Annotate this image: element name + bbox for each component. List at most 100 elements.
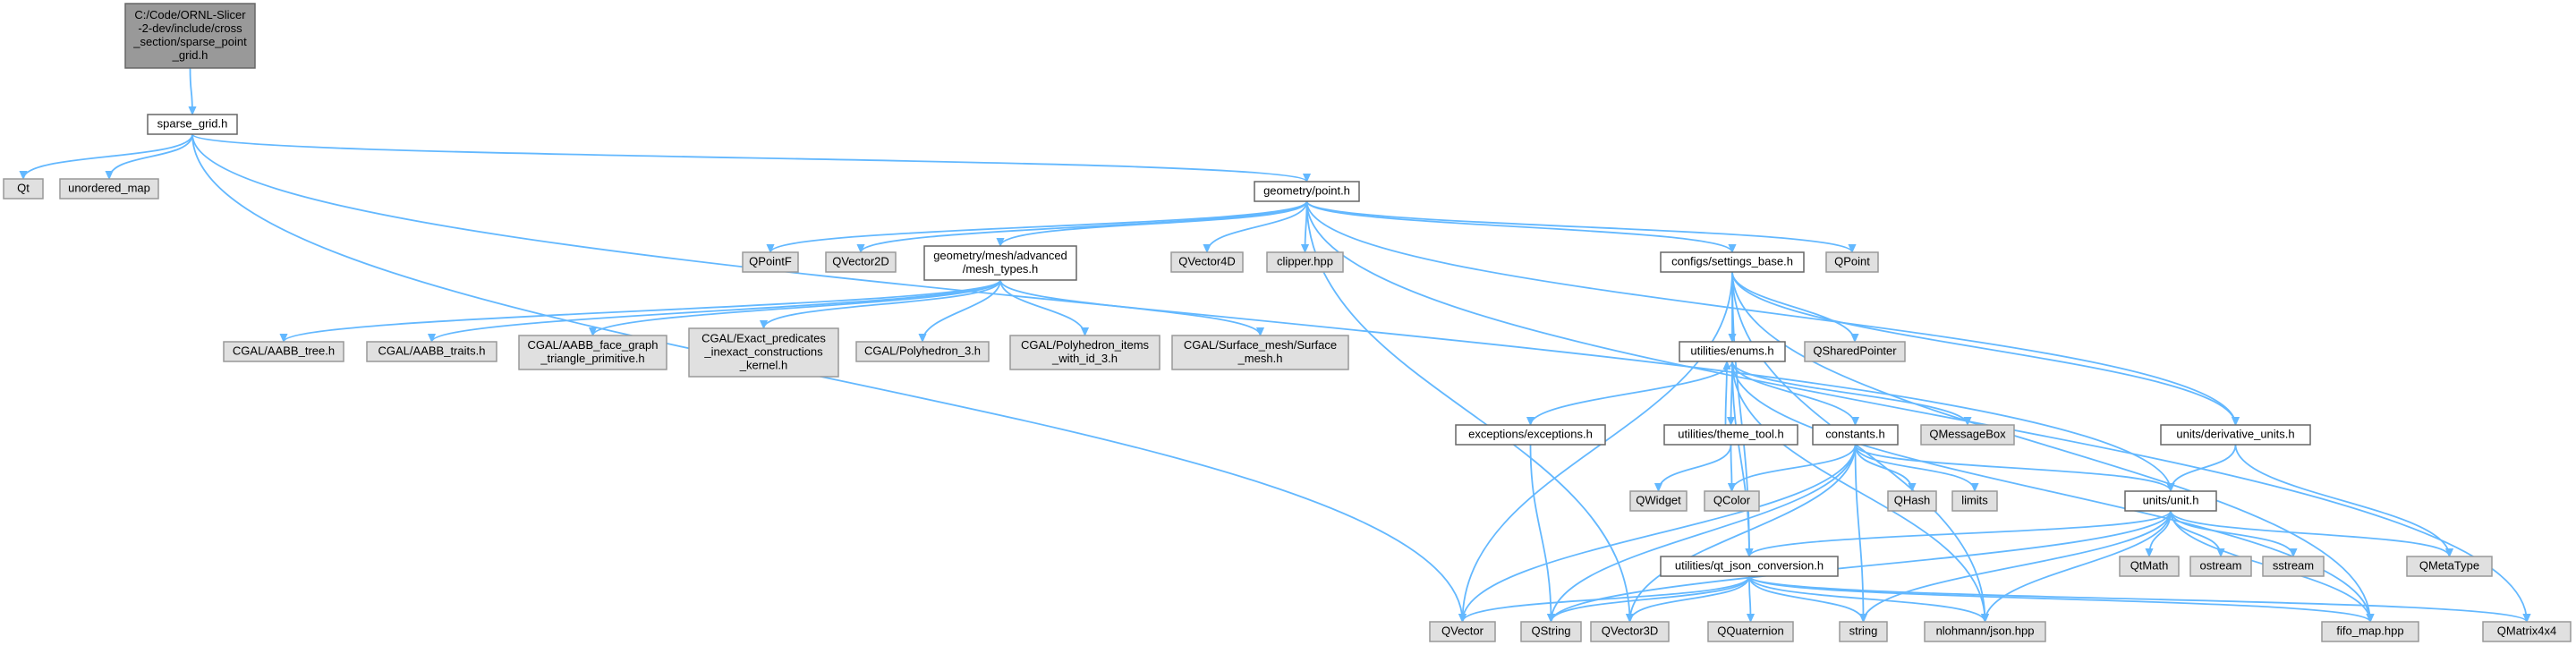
node-box	[1663, 424, 1798, 446]
node-derivative_units[interactable]: units/derivative_units.h	[2160, 424, 2311, 446]
node-box	[2124, 490, 2217, 512]
node-settings_base[interactable]: configs/settings_base.h	[1660, 251, 1805, 273]
node-qpoint: QPoint	[1825, 251, 1879, 273]
node-box	[366, 341, 497, 362]
edge-qt_json-to-string	[1748, 575, 1864, 622]
node-string: string	[1839, 621, 1888, 642]
node-qt_json[interactable]: utilities/qt_json_conversion.h	[1660, 556, 1839, 577]
node-fifo_map: fifo_map.hpp	[2321, 621, 2419, 642]
node-unit[interactable]: units/unit.h	[2124, 490, 2217, 512]
edge-enums-to-qt_json	[1731, 361, 1749, 556]
node-label: _with_id_3.h	[1051, 352, 1118, 365]
node-label: QVector3D	[1602, 624, 1659, 638]
edge-enums-to-exceptions	[1531, 361, 1733, 425]
node-box	[3, 178, 44, 200]
edge-constants-to-string	[1854, 444, 1864, 622]
node-box	[1455, 424, 1606, 446]
edge-point-to-settings_base	[1305, 200, 1733, 252]
node-box	[1254, 181, 1360, 202]
node-label: QQuaternion	[1717, 624, 1783, 638]
node-label: limits	[1961, 494, 1988, 507]
node-label: unordered_map	[68, 182, 150, 195]
node-box	[1951, 490, 1998, 512]
edge-qt_json-to-fifo_map	[1748, 575, 2370, 622]
node-point[interactable]: geometry/point.h	[1254, 181, 1360, 202]
edge-constants-to-qstring	[1552, 444, 1857, 622]
node-box	[2321, 621, 2419, 642]
node-label: C:/Code/ORNL-Slicer	[134, 8, 246, 21]
node-theme_tool[interactable]: utilities/theme_tool.h	[1663, 424, 1798, 446]
node-ostream: ostream	[2189, 556, 2252, 577]
node-constants[interactable]: constants.h	[1812, 424, 1899, 446]
node-qquaternion: QQuaternion	[1707, 621, 1794, 642]
node-label: constants.h	[1825, 428, 1885, 441]
edge-mesh_types-to-polyhedron3	[922, 279, 1001, 342]
node-root[interactable]: C:/Code/ORNL-Slicer-2-dev/include/cross_…	[124, 3, 256, 69]
node-qvector3d: QVector3D	[1590, 621, 1670, 642]
node-limits: limits	[1951, 490, 1998, 512]
node-box	[1429, 621, 1496, 642]
node-label: sstream	[2273, 559, 2314, 573]
node-enums[interactable]: utilities/enums.h	[1679, 341, 1786, 362]
node-exact_pred: CGAL/Exact_predicates_inexact_constructi…	[688, 327, 839, 378]
edge-theme_tool-to-qwidget	[1659, 444, 1732, 491]
edge-constants-to-qvector	[1463, 444, 1857, 622]
node-box	[59, 178, 159, 200]
node-box	[1924, 621, 2046, 642]
edge-mesh_types-to-polyhedron_items	[999, 279, 1085, 335]
edge-enums-to-json	[1731, 361, 1985, 622]
edge-point-to-qvector4d	[1207, 200, 1308, 252]
node-exceptions[interactable]: exceptions/exceptions.h	[1455, 424, 1606, 446]
edge-qt_json-to-qvector	[1463, 575, 1750, 622]
edge-constants-to-unit	[1854, 444, 2172, 491]
node-label: clipper.hpp	[1277, 255, 1333, 268]
edge-sparse_grid-to-unordered_map	[109, 133, 193, 179]
edge-unit-to-sstream	[2170, 510, 2293, 556]
node-box	[2482, 621, 2572, 642]
node-qtmath: QtMath	[2119, 556, 2180, 577]
node-box	[1707, 621, 1794, 642]
node-label: QVector2D	[832, 255, 889, 268]
edge-enums-to-qmessagebox	[1731, 361, 1968, 425]
edge-sparse_grid-to-point	[191, 133, 1307, 182]
edge-enums-to-constants	[1731, 361, 1856, 425]
node-label: QWidget	[1636, 494, 1681, 507]
edge-constants-to-limits	[1854, 444, 1976, 491]
node-box	[1887, 490, 1937, 512]
edge-mesh_types-to-aabb_traits	[432, 279, 1001, 342]
node-box	[223, 341, 344, 362]
edge-mesh_types-to-aabb_face	[593, 279, 1001, 335]
edge-point-to-mesh_types	[1000, 200, 1308, 246]
node-label: configs/settings_base.h	[1671, 255, 1793, 268]
node-label: _grid.h	[172, 48, 208, 62]
node-layer: C:/Code/ORNL-Slicer-2-dev/include/cross_…	[3, 3, 2572, 642]
edge-settings_base-to-qsharedpointer	[1731, 271, 1855, 342]
node-sparse_grid[interactable]: sparse_grid.h	[147, 114, 238, 135]
node-label: QPoint	[1834, 255, 1870, 268]
node-label: Qt	[17, 182, 30, 195]
node-box	[1839, 621, 1888, 642]
node-label: QtMath	[2130, 559, 2169, 573]
node-label: ostream	[2200, 559, 2242, 573]
node-label: QMetaType	[2419, 559, 2479, 573]
node-label: nlohmann/json.hpp	[1936, 624, 2035, 638]
edge-constants-to-qcolor	[1732, 444, 1857, 491]
edge-qt_json-to-qstring	[1552, 575, 1750, 622]
node-qmetatype: QMetaType	[2406, 556, 2493, 577]
edge-sparse_grid-to-qvector	[191, 133, 1463, 622]
node-label: fifo_map.hpp	[2336, 624, 2403, 638]
edge-mesh_types-to-surface_mesh	[999, 279, 1261, 335]
node-box	[1629, 490, 1688, 512]
edge-unit-to-qstring	[1552, 510, 2172, 622]
node-mesh_types[interactable]: geometry/mesh/advanced/mesh_types.h	[923, 245, 1077, 281]
node-surface_mesh: CGAL/Surface_mesh/Surface_mesh.h	[1171, 335, 1349, 370]
node-label: units/derivative_units.h	[2176, 428, 2294, 441]
node-label: utilities/enums.h	[1690, 344, 1773, 358]
node-aabb_traits: CGAL/AABB_traits.h	[366, 341, 497, 362]
node-qvector4d: QVector4D	[1170, 251, 1244, 273]
edge-unit-to-qt_json	[1749, 510, 2172, 556]
node-label: sparse_grid.h	[157, 117, 228, 131]
node-label: QHash	[1894, 494, 1930, 507]
edge-settings_base-to-json	[1731, 271, 1985, 622]
node-label: geometry/point.h	[1263, 184, 1350, 198]
